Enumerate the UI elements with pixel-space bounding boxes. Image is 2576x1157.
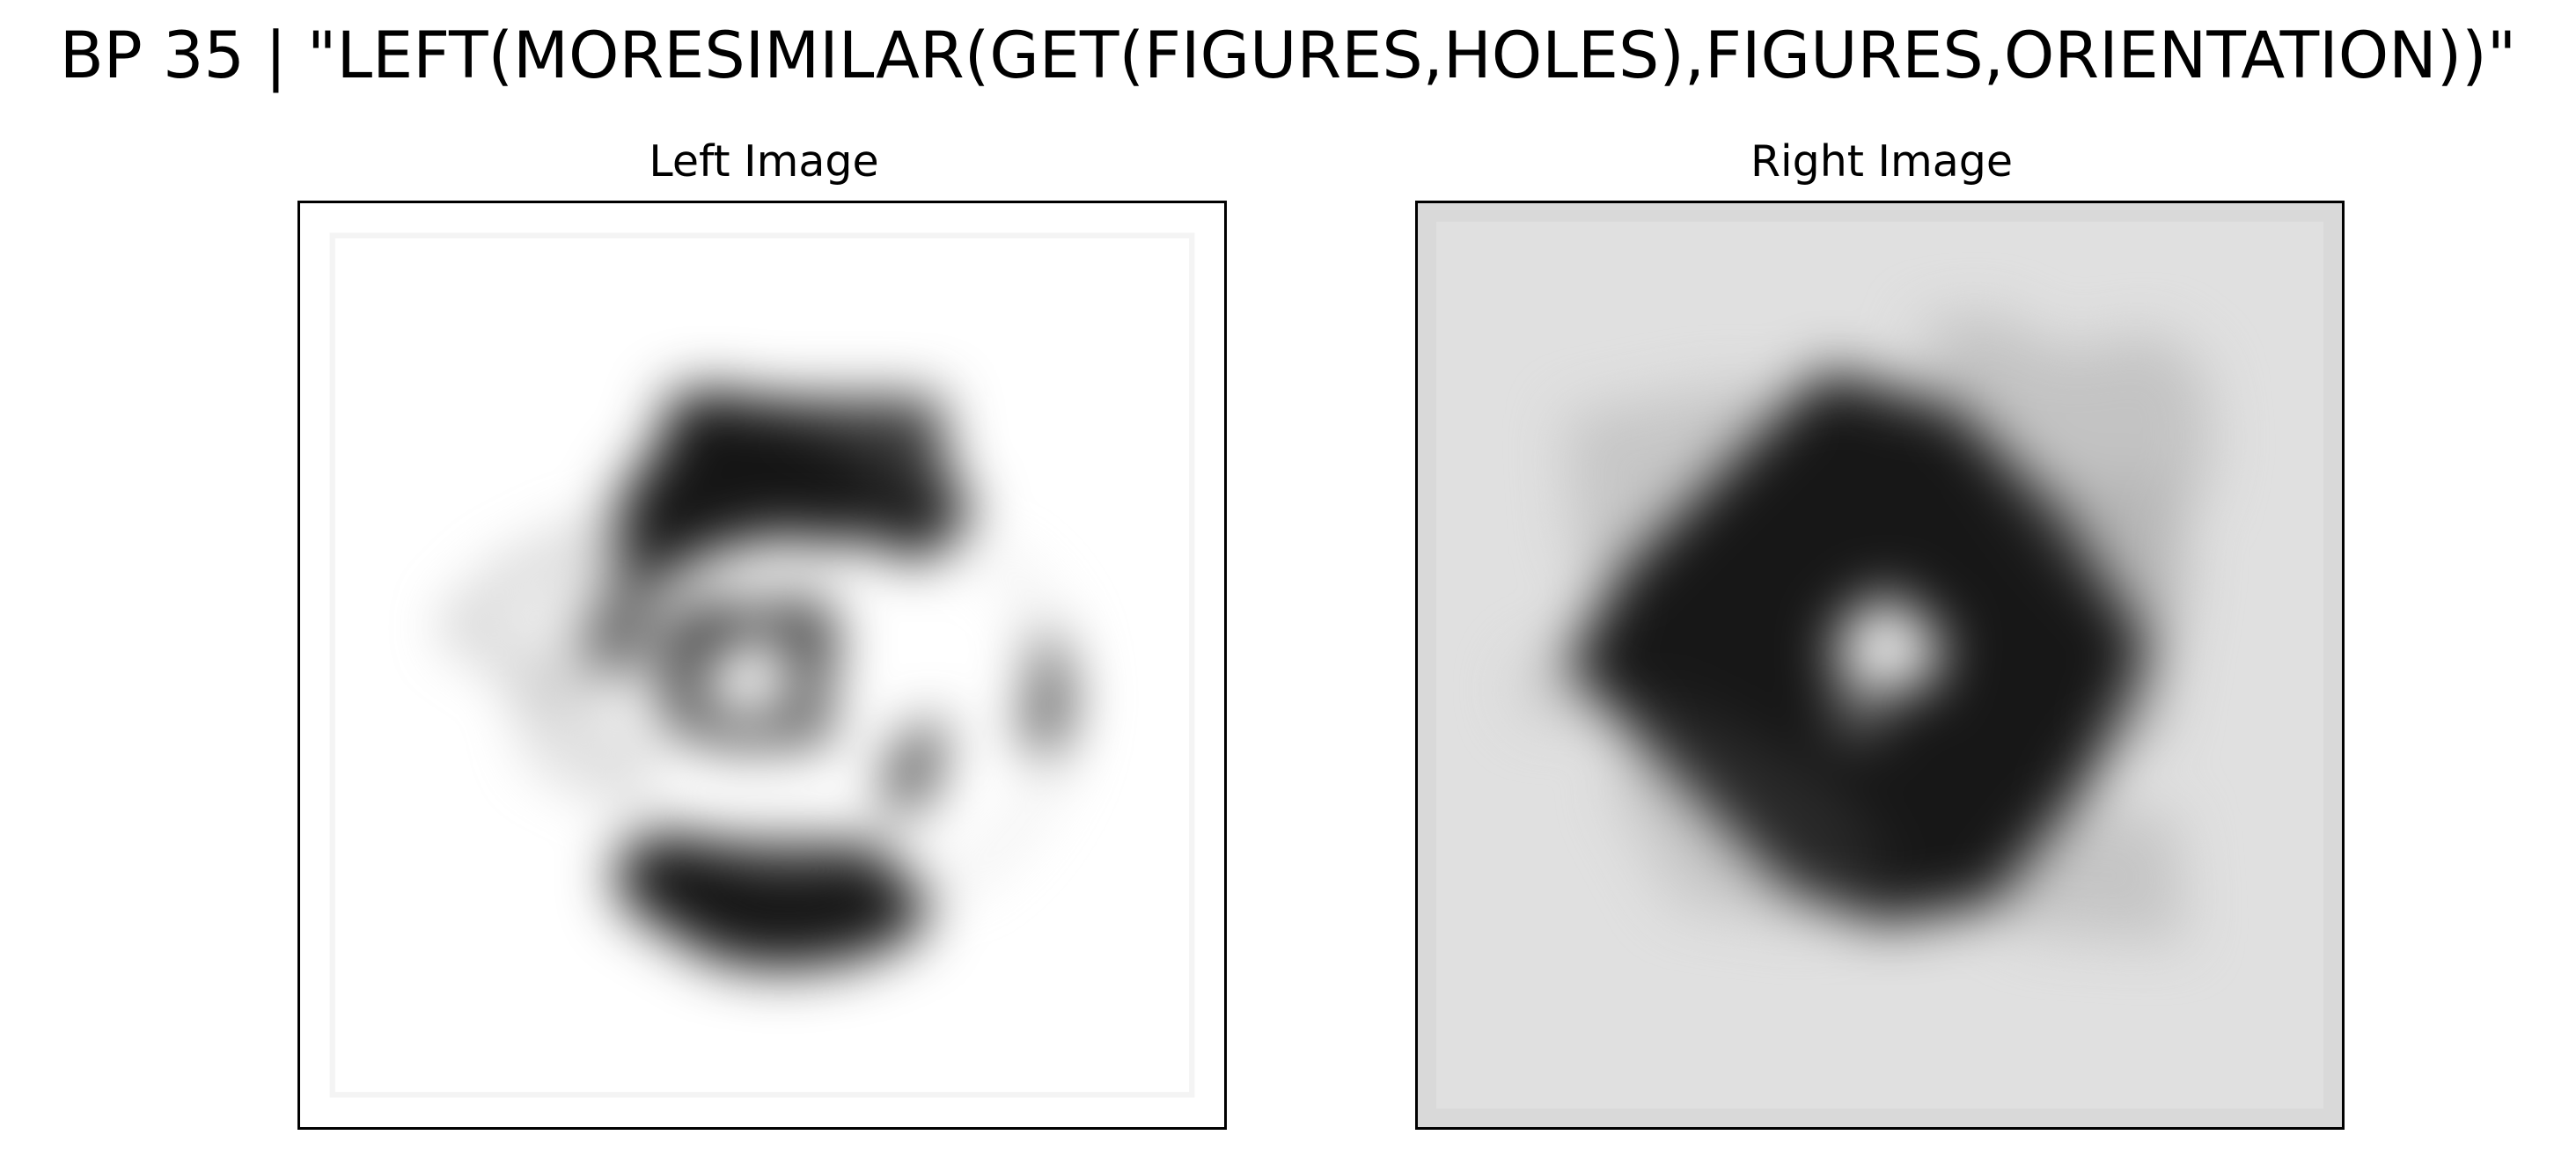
- right-image-title: Right Image: [1750, 136, 2014, 187]
- left-image-panel: [297, 201, 1227, 1130]
- left-image-figure: [300, 203, 1224, 1127]
- figure-title: BP 35 | "LEFT(MORESIMILAR(GET(FIGURES,HO…: [59, 18, 2517, 93]
- right-image-figure: [1418, 203, 2342, 1127]
- left-image-title: Left Image: [649, 136, 879, 187]
- right-image-panel: [1415, 201, 2345, 1130]
